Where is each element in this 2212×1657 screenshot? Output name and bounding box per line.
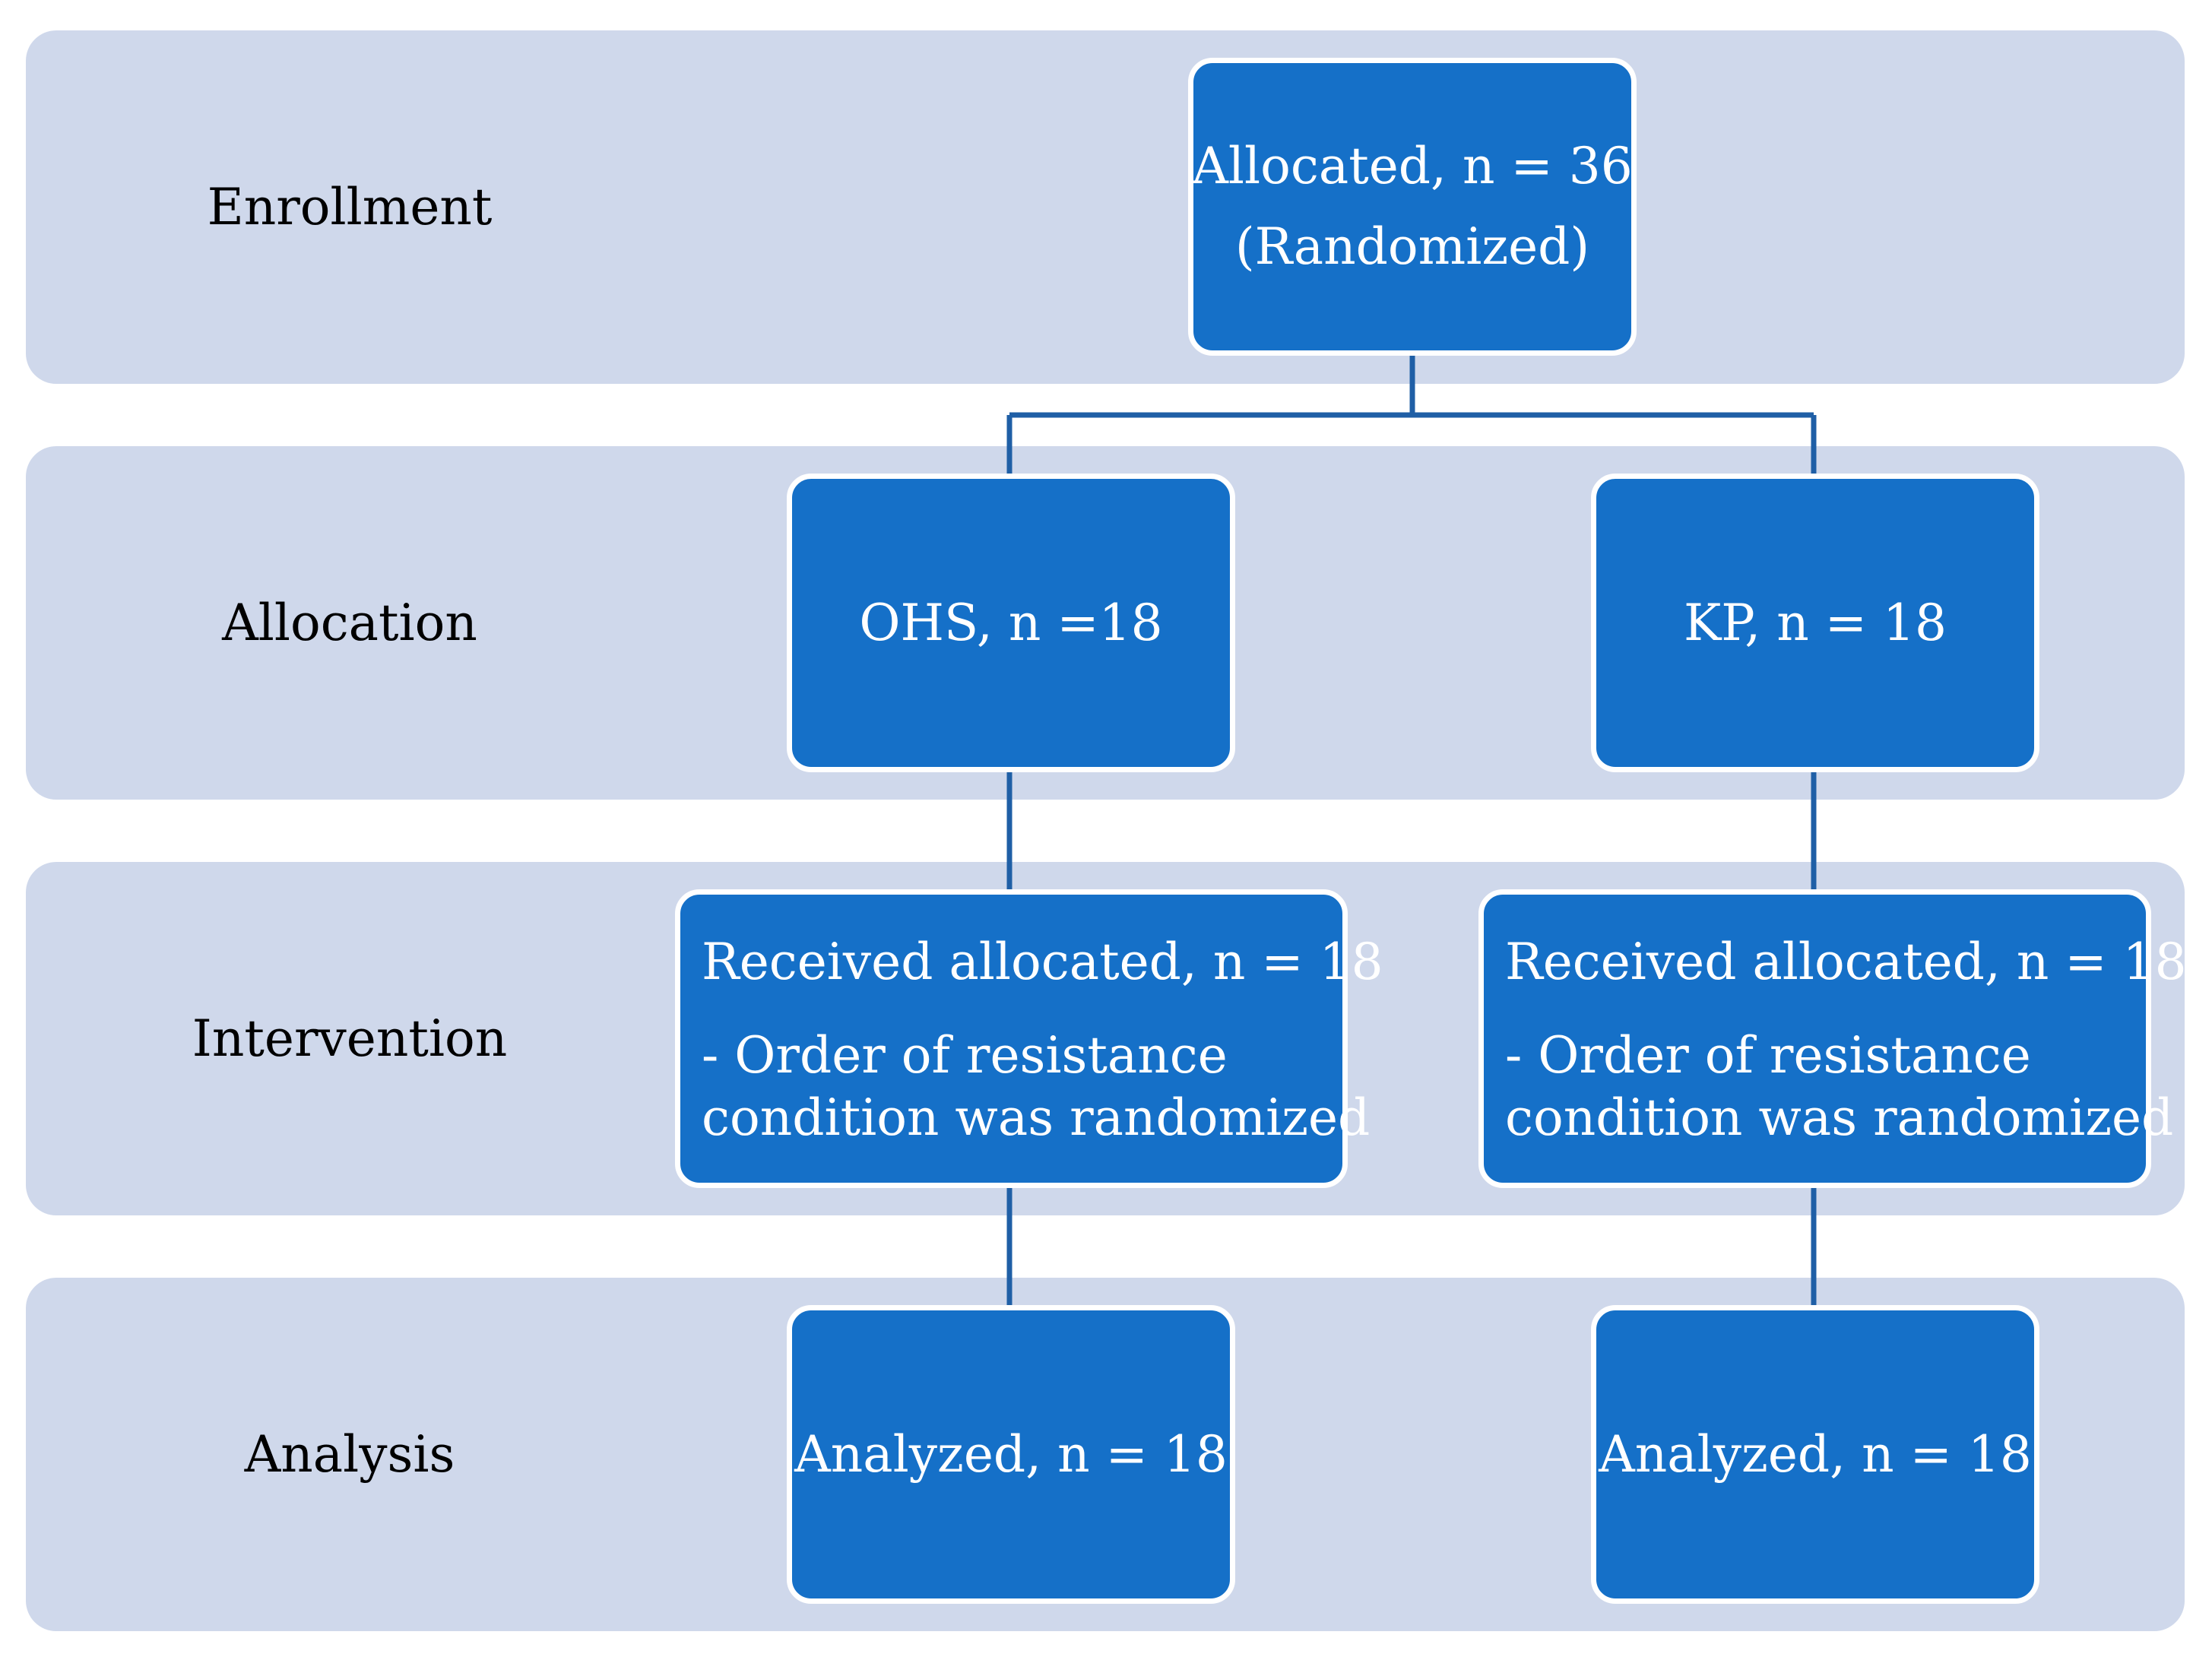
allocation-label: Allocation <box>222 594 477 652</box>
kp-order-note-line1: - Order of resistance <box>1505 1025 2031 1085</box>
kp-intervention-box: Received allocated, n = 18 - Order of re… <box>1478 889 2187 1188</box>
ohs-analyzed-text: Analyzed, n = 18 <box>794 1424 1228 1484</box>
kp-order-note-line2: condition was randomized <box>1505 1088 2174 1147</box>
ohs-intervention-box: Received allocated, n = 18 - Order of re… <box>675 889 1383 1188</box>
kp-received-text: Received allocated, n = 18 <box>1505 933 2187 991</box>
allocated-count-text: Allocated, n = 36 <box>1192 137 1633 196</box>
ohs-allocation-box: OHS, n =18 <box>787 474 1235 772</box>
intervention-label: Intervention <box>192 1009 508 1068</box>
kp-analysis-box: Analyzed, n = 18 <box>1591 1305 2039 1604</box>
enrollment-band <box>26 30 2185 384</box>
kp-allocation-text: KP, n = 18 <box>1683 593 1947 652</box>
kp-analyzed-text: Analyzed, n = 18 <box>1599 1424 2032 1484</box>
allocated-randomized-box: Allocated, n = 36 (Randomized) <box>1188 58 1637 356</box>
ohs-order-note-line2: condition was randomized <box>702 1088 1371 1147</box>
ohs-order-note-line1: - Order of resistance <box>702 1025 1228 1085</box>
kp-allocation-box: KP, n = 18 <box>1591 474 2039 772</box>
enrollment-label: Enrollment <box>207 178 493 236</box>
randomized-text: (Randomized) <box>1234 217 1590 276</box>
ohs-allocation-text: OHS, n =18 <box>859 593 1163 652</box>
ohs-analysis-box: Analyzed, n = 18 <box>787 1305 1235 1604</box>
ohs-received-text: Received allocated, n = 18 <box>702 933 1383 991</box>
analysis-label: Analysis <box>244 1425 455 1484</box>
